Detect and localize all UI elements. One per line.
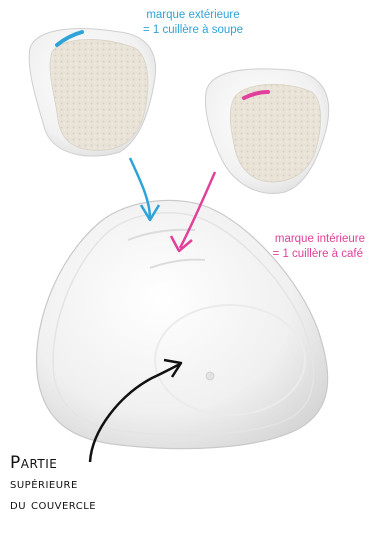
lid-caption: Partie supérieure du couvercle — [10, 453, 96, 516]
caption-line-3: du couvercle — [10, 495, 96, 516]
inner-mark-measure: = 1 cuillère à café — [215, 247, 365, 262]
inner-mark-annotation: marque intérieure = 1 cuillère à café — [215, 232, 365, 262]
outer-mark-measure: = 1 cuillère à soupe — [118, 23, 268, 38]
outer-mark-annotation: marque extérieure = 1 cuillère à soupe — [118, 8, 268, 38]
caption-line-1: Partie — [10, 453, 96, 474]
inner-mark-title: marque intérieure — [215, 232, 365, 247]
scoop-outer-mark — [29, 29, 155, 157]
scoop-inner-mark — [205, 69, 328, 194]
outer-mark-title: marque extérieure — [118, 8, 268, 23]
caption-line-2: supérieure — [10, 474, 96, 495]
